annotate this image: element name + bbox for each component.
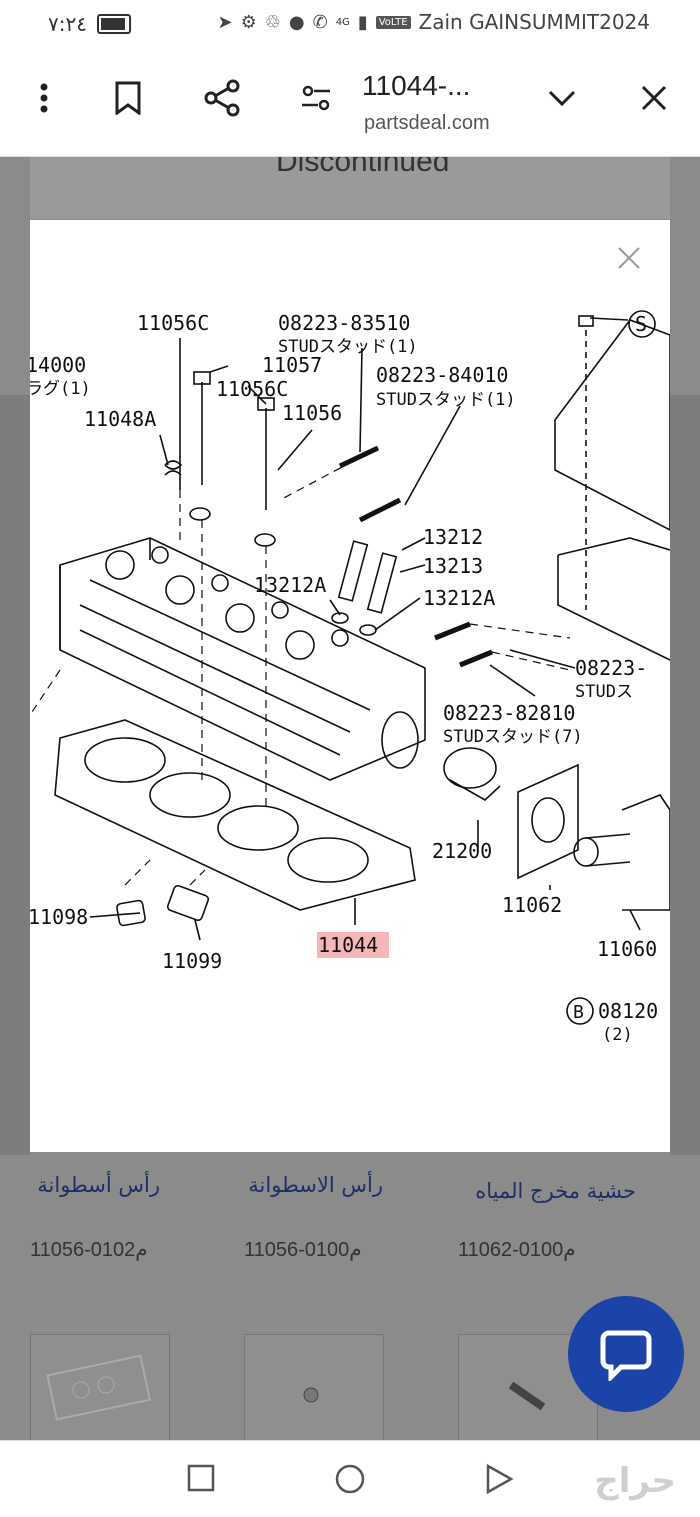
more-menu-button[interactable]: [20, 70, 68, 126]
back-icon: [486, 1463, 514, 1495]
page-settings-button[interactable]: [292, 70, 340, 126]
close-icon: [618, 247, 640, 269]
part-label: 11099: [162, 949, 222, 973]
discontinued-label: Discontinued: [276, 157, 450, 178]
page-domain: partsdeal.com: [364, 112, 490, 134]
part-label: 13213: [423, 554, 483, 578]
part-label: 11056: [282, 401, 342, 425]
home-icon: [335, 1464, 365, 1494]
home-button[interactable]: [334, 1463, 368, 1497]
status-left: ٧:٢٤: [48, 12, 131, 36]
head-gasket-outline: [54, 719, 416, 911]
telegram-icon: ➤: [217, 11, 233, 33]
signal-icon: ▮: [357, 11, 368, 33]
browser-toolbar: 11044-... partsdeal.com: [0, 48, 700, 157]
image-modal: 11056C 08223-83510 STUDスタッド(1) 14000 ラグ(…: [30, 220, 670, 1152]
part-label: 11056C: [216, 377, 288, 401]
related-product-code: 11056-0102م: [30, 1239, 148, 1261]
chevron-down-icon: [548, 90, 576, 107]
bookmark-icon: [115, 81, 141, 115]
part-label: 11098: [30, 905, 88, 929]
product-thumbnail[interactable]: [30, 1334, 170, 1440]
engine-thumbnail-icon: [46, 1354, 151, 1421]
page-title: 11044-...: [362, 70, 471, 101]
status-time: ٧:٢٤: [48, 12, 87, 36]
bookmark-button[interactable]: [104, 70, 152, 126]
highlighted-part-label: 11044: [318, 933, 378, 957]
chat-bubble-icon: [600, 1330, 652, 1381]
volte-badge: VoLTE: [375, 15, 411, 29]
part-label: B: [573, 1002, 584, 1023]
recents-button[interactable]: [186, 1463, 220, 1497]
watermark-logo: ﺣﺮاج: [594, 1461, 676, 1501]
parts-diagram: 11056C 08223-83510 STUDスタッド(1) 14000 ラグ(…: [30, 310, 670, 1045]
share-button[interactable]: [198, 70, 246, 126]
part-label: 08120: [598, 999, 658, 1023]
back-button[interactable]: [484, 1463, 518, 1497]
highlighted-part-marker: [317, 932, 389, 958]
related-product-code: 11062-0100م: [458, 1239, 576, 1261]
message-icon: ●: [288, 11, 305, 33]
product-card-top: Discontinued: [30, 157, 670, 219]
app-icon: ♲: [264, 11, 281, 33]
part-label: 08223-83510: [278, 311, 410, 335]
part-label: 08223-82810: [443, 701, 575, 725]
product-thumbnail[interactable]: [244, 1334, 384, 1440]
related-product-title[interactable]: رأس الاسطوانة: [248, 1173, 383, 1197]
stud-thumbnail-icon: [508, 1381, 546, 1411]
share-icon: [204, 79, 240, 117]
battery-icon: [96, 14, 131, 34]
part-label: 11056C: [137, 311, 209, 335]
expand-button[interactable]: [538, 70, 586, 126]
part-label: 13212: [423, 525, 483, 549]
part-label: STUDスタッド(1): [278, 337, 418, 357]
close-tab-button[interactable]: [630, 70, 678, 126]
background-image-edge-left: [0, 395, 30, 1155]
tune-icon: [302, 85, 330, 111]
part-label: 11057: [262, 353, 322, 377]
part-label: 08223-84010: [376, 363, 508, 387]
part-label: ラグ(1): [30, 379, 91, 399]
part-label: 11048A: [84, 407, 156, 431]
settings-icon: ⚙: [240, 11, 257, 33]
more-vertical-icon: [40, 83, 48, 113]
part-label: S: [635, 312, 647, 336]
background-image-edge-right: [670, 395, 700, 1155]
part-label: 13212A: [423, 586, 495, 610]
close-icon: [641, 85, 667, 111]
status-right: ➤ ⚙ ♲ ● ✆ 4G ▮ VoLTE Zain GAINSUMMIT2024: [218, 10, 650, 34]
chat-button[interactable]: [568, 1296, 684, 1412]
carrier-name: Zain GAINSUMMIT2024: [418, 10, 650, 34]
recents-icon: [187, 1464, 215, 1492]
related-product-title[interactable]: حشية مخرج المياه: [475, 1179, 636, 1203]
part-label: STUDスタッド(7): [443, 727, 583, 747]
part-label: STUDスタッド(1): [376, 390, 516, 410]
whatsapp-icon: ✆: [312, 11, 328, 33]
status-bar: ٧:٢٤ ➤ ⚙ ♲ ● ✆ 4G ▮ VoLTE Zain GAINSUMMI…: [0, 0, 700, 48]
related-product-code: 11056-0100م: [244, 1239, 362, 1261]
network-type: 4G: [335, 16, 350, 28]
cylinder-head-outline: [59, 537, 426, 781]
part-label: STUDス: [575, 682, 633, 702]
nut-thumbnail-icon: [303, 1387, 319, 1403]
part-label: 08223-: [575, 656, 647, 680]
system-nav-bar: ﺣﺮاج: [0, 1440, 700, 1517]
part-label: 11060: [597, 937, 657, 961]
part-label: 21200: [432, 839, 492, 863]
part-label: 14000: [30, 353, 86, 377]
part-label: 11062: [502, 893, 562, 917]
part-label: (2): [602, 1025, 633, 1045]
close-modal-button[interactable]: [614, 244, 644, 274]
part-label: 13212A: [254, 573, 326, 597]
related-product-title[interactable]: رأس أسطوانة: [37, 1173, 160, 1197]
